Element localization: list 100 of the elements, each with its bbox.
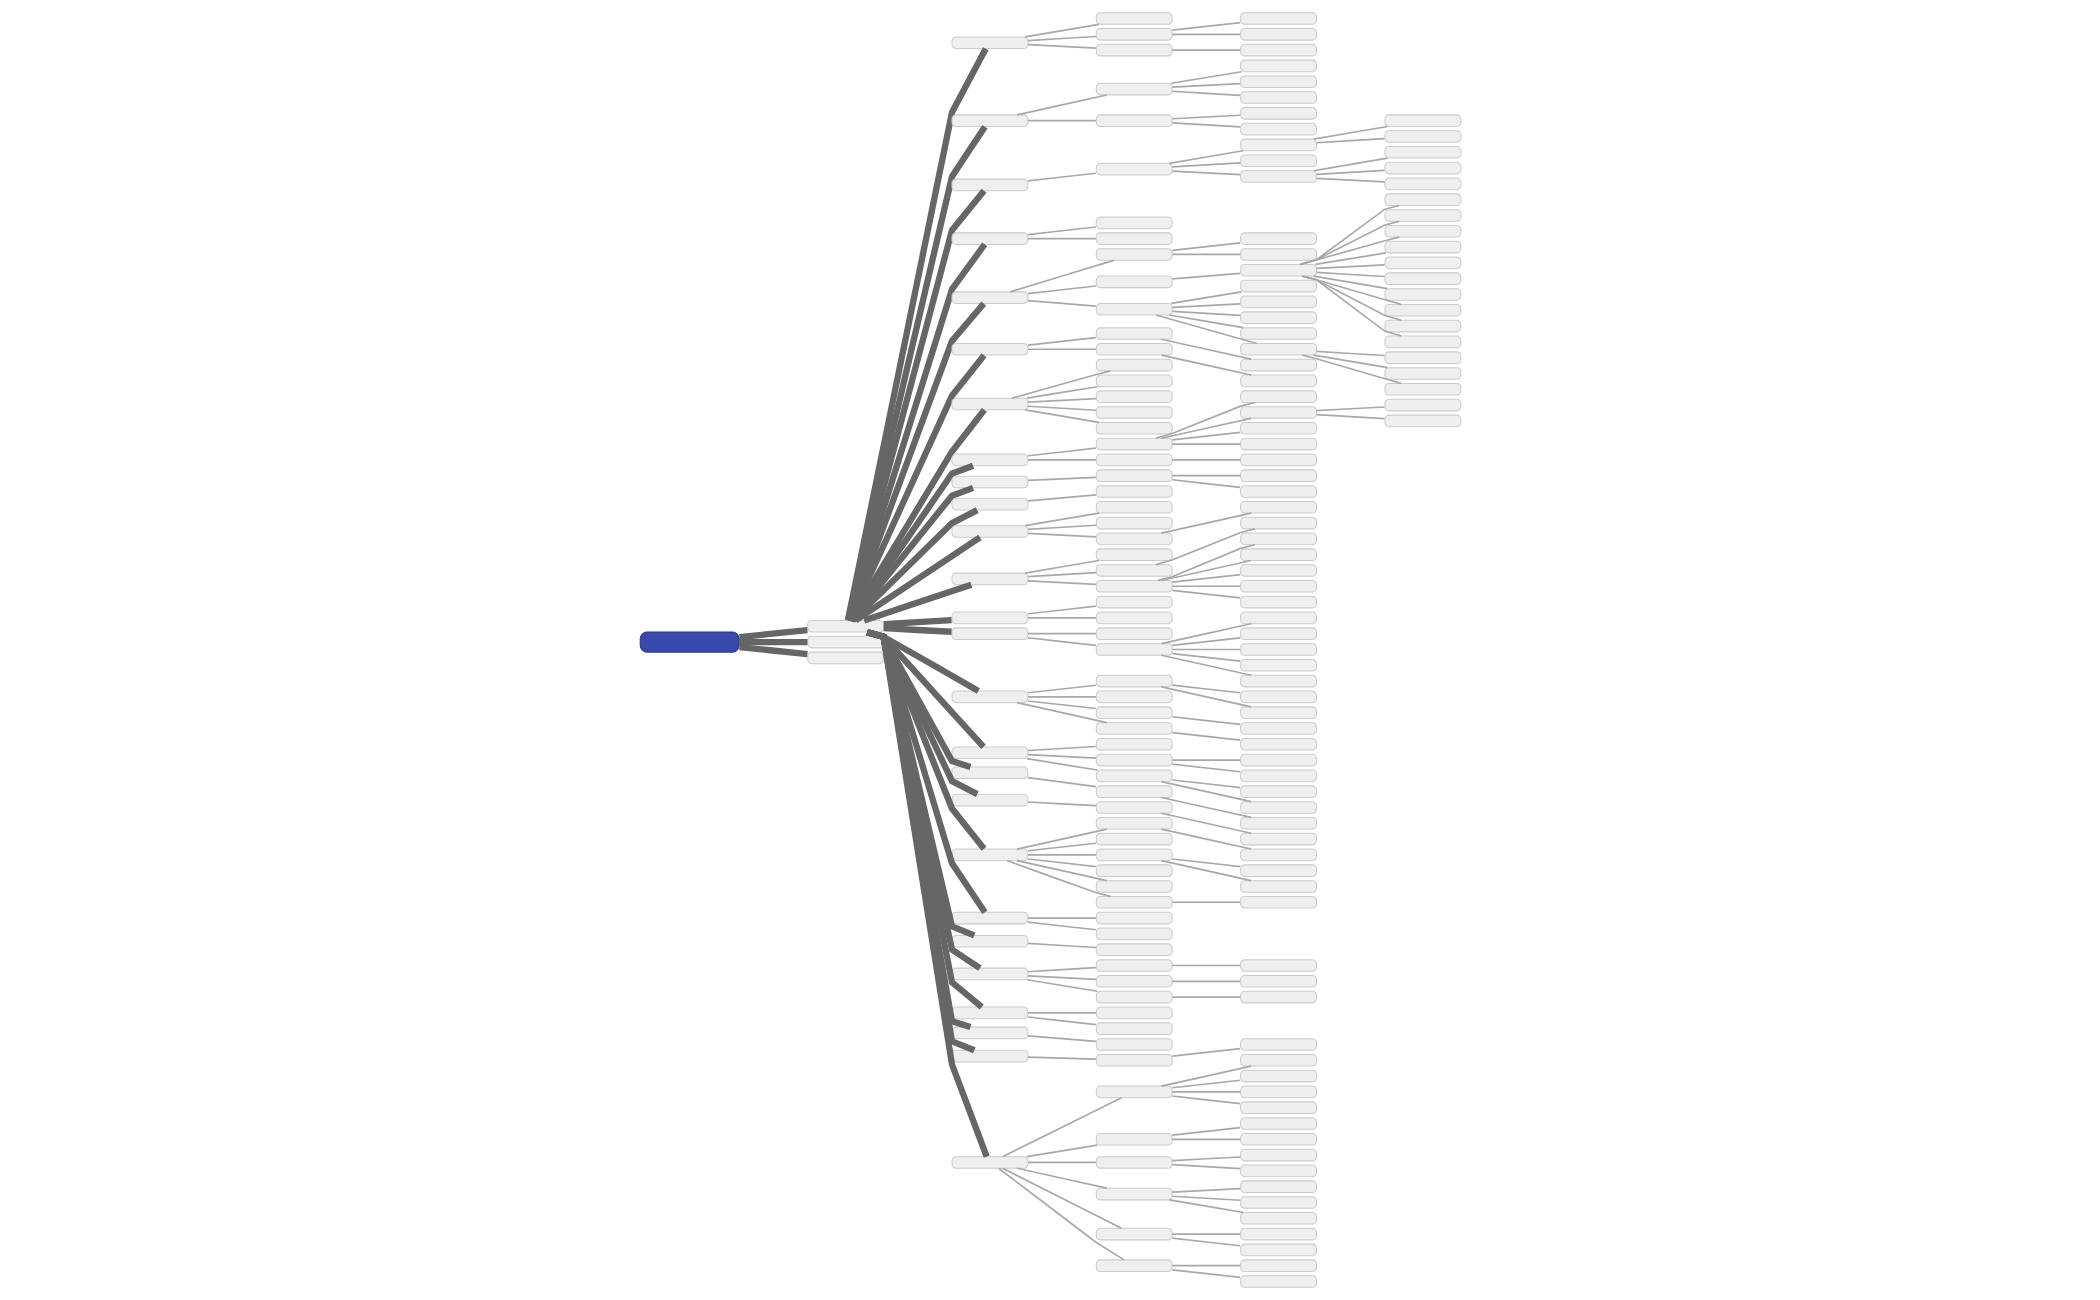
node-box [1239, 1038, 1317, 1051]
node-box [1239, 658, 1317, 672]
node-box [1383, 177, 1461, 191]
node-box [1239, 1275, 1317, 1288]
connector [1025, 385, 1098, 400]
connector [1169, 70, 1242, 85]
node-box [1095, 832, 1173, 846]
connector [1026, 1161, 1097, 1164]
connector [1156, 543, 1256, 582]
connector [1160, 559, 1252, 582]
node-box [951, 475, 1028, 489]
node-box [1383, 303, 1461, 317]
node-box [1239, 437, 1317, 451]
connector [1170, 1268, 1241, 1279]
connector [1026, 636, 1097, 647]
node-box [1239, 75, 1317, 89]
connector [1170, 114, 1241, 120]
connector [997, 1167, 1125, 1261]
node-box [1239, 516, 1317, 530]
connector [1160, 338, 1252, 361]
connector [1025, 1144, 1098, 1158]
node-box [1383, 145, 1461, 159]
node-box [1239, 1227, 1317, 1241]
node-box [1095, 990, 1173, 1004]
node-box [1095, 722, 1173, 735]
connector [1026, 285, 1097, 295]
node-box [1239, 769, 1317, 783]
connector [1170, 49, 1241, 51]
connector [1170, 459, 1241, 461]
node-box [1239, 1069, 1317, 1083]
connector [1170, 302, 1241, 309]
node-box [951, 967, 1028, 981]
connector [1299, 236, 1400, 266]
node-box [1383, 193, 1461, 206]
connector [1026, 459, 1097, 461]
node-box [1239, 1164, 1317, 1178]
node-box [1239, 737, 1317, 751]
connector [1160, 512, 1252, 534]
node-box [1095, 275, 1173, 289]
node-box [951, 793, 1028, 807]
node-box [1383, 288, 1461, 301]
node-box [951, 397, 1028, 411]
connector [1170, 1264, 1241, 1267]
node-box [1239, 43, 1317, 57]
node-box [1095, 532, 1173, 546]
node-box [1383, 272, 1461, 285]
connector [1170, 858, 1241, 868]
node-box [1239, 107, 1317, 120]
connector [1015, 1167, 1108, 1190]
connector [1025, 978, 1098, 993]
node-box [1239, 579, 1317, 593]
node-box [1095, 1022, 1173, 1035]
node-box [1239, 880, 1317, 893]
connector [1026, 348, 1097, 351]
node-box [1095, 500, 1173, 514]
node-box [806, 651, 884, 665]
connector [1026, 579, 1097, 586]
node-box [1095, 485, 1173, 498]
node-box [1095, 358, 1173, 372]
node-box [1095, 548, 1173, 561]
connector [1315, 413, 1385, 420]
connector [1026, 854, 1097, 856]
node-box [1239, 327, 1317, 340]
connector [1026, 1056, 1097, 1061]
node-box [1239, 374, 1317, 388]
node-box [1095, 911, 1173, 925]
node-box [1095, 974, 1173, 988]
node-box [806, 635, 884, 649]
connector [1026, 493, 1097, 502]
connector [1170, 901, 1241, 904]
connector [1160, 654, 1252, 677]
connector [1026, 447, 1097, 457]
connector [1170, 241, 1241, 252]
connector [1026, 524, 1097, 531]
connector [1170, 589, 1241, 599]
connector [1315, 350, 1385, 357]
node-box [1239, 1053, 1317, 1067]
connector [1168, 314, 1244, 329]
connector [1315, 169, 1385, 176]
connector [1154, 314, 1258, 345]
node-box [1239, 816, 1317, 830]
node-box [1095, 342, 1173, 356]
node-box [1095, 864, 1173, 877]
connector [1170, 431, 1241, 441]
connector [1315, 177, 1385, 183]
node-box [1095, 1038, 1173, 1051]
node-box [1239, 358, 1317, 372]
node-box [1239, 311, 1317, 324]
node-box [1095, 595, 1173, 609]
connector [1154, 401, 1256, 440]
node-box [1239, 279, 1317, 293]
connector [1170, 1195, 1241, 1202]
node-box [1239, 1243, 1317, 1257]
connector [1160, 859, 1252, 882]
connector [1026, 35, 1097, 42]
connector [1170, 474, 1241, 477]
node-box [1239, 453, 1317, 467]
connector [1160, 686, 1252, 708]
connector [1026, 299, 1097, 308]
node-box [1383, 367, 1461, 380]
